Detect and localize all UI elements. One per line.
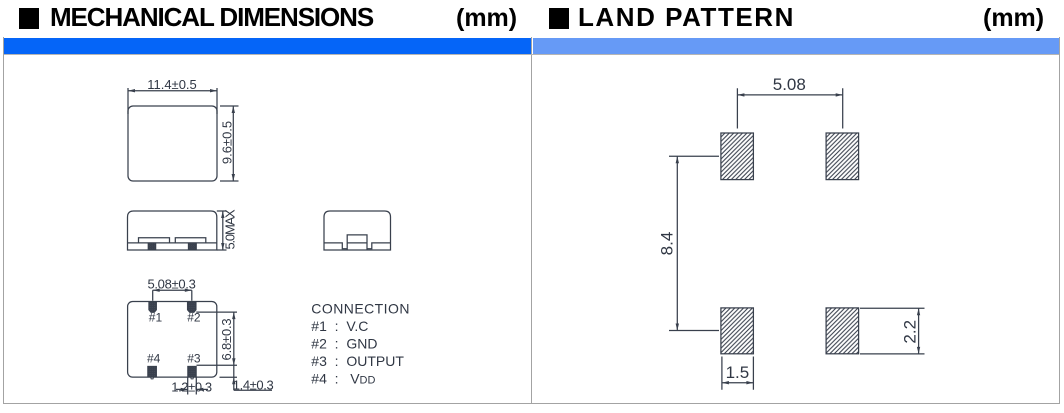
svg-text:#2: #2	[187, 310, 201, 324]
svg-text:5.0MAX: 5.0MAX	[223, 209, 238, 250]
svg-text:9.6±0.5: 9.6±0.5	[219, 121, 234, 164]
svg-text:#3 : OUTPUT: #3 : OUTPUT	[311, 353, 404, 369]
svg-text:#4: #4	[147, 351, 161, 365]
svg-text:1.4±0.3: 1.4±0.3	[233, 377, 274, 392]
svg-text:6.8±0.3: 6.8±0.3	[219, 319, 234, 361]
svg-text:1.2±0.3: 1.2±0.3	[171, 379, 212, 394]
svg-text:CONNECTION: CONNECTION	[311, 300, 410, 316]
svg-text:1.5: 1.5	[726, 363, 750, 382]
svg-text:#3: #3	[187, 351, 201, 365]
svg-text:11.4±0.5: 11.4±0.5	[147, 77, 197, 92]
svg-text:#1: #1	[149, 310, 163, 324]
svg-text:5.08±0.3: 5.08±0.3	[147, 277, 195, 292]
svg-text:5.08: 5.08	[773, 75, 806, 94]
svg-text:#1 : V.C: #1 : V.C	[311, 318, 368, 334]
svg-text:2.2: 2.2	[900, 320, 919, 344]
svg-text:#2 : GND: #2 : GND	[311, 335, 377, 351]
svg-text:#4 : VDD: #4 : VDD	[311, 370, 375, 386]
svg-text:8.4: 8.4	[657, 232, 676, 256]
